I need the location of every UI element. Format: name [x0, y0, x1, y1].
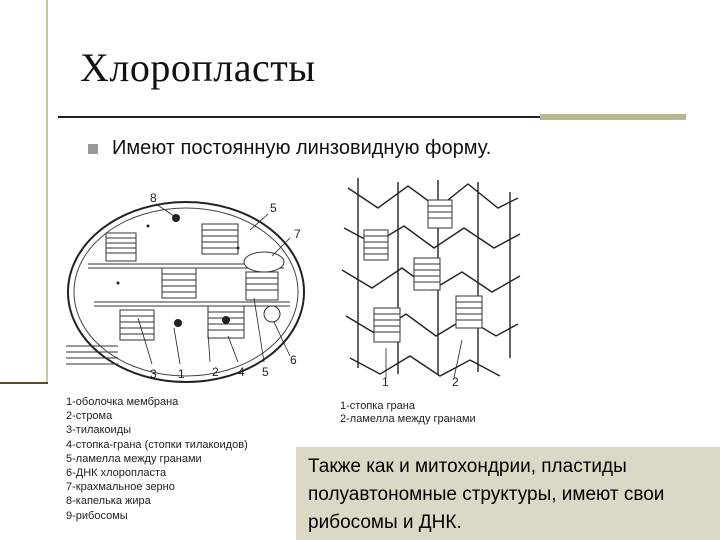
left-decor-line: [46, 0, 48, 382]
legend-item: 8-капелька жира: [66, 495, 151, 508]
bullet-item: Имеют постоянную линзовидную форму.: [88, 137, 491, 160]
label-3: 3: [150, 367, 157, 381]
title-divider-accent: [540, 114, 686, 120]
chloroplast-inner-membrane: [73, 207, 299, 377]
grana-stacks: [105, 223, 279, 341]
label-6: 6: [290, 353, 297, 367]
bullet-text: Имеют постоянную линзовидную форму.: [112, 137, 492, 159]
dna-nucleoid: [263, 305, 281, 323]
lattice-stacks: [363, 199, 483, 343]
legend-item: 1-стопка грана: [340, 400, 415, 412]
leader-lines: [137, 203, 291, 365]
chloroplast-membrane: [67, 201, 305, 383]
square-bullet-icon: [88, 143, 98, 154]
label-8: 8: [150, 191, 157, 205]
grana-lattice: [341, 178, 521, 377]
legend-item: 7-крахмальное зерно: [66, 481, 175, 494]
fat-droplets: [116, 214, 270, 327]
label-5-top: 5: [270, 201, 277, 215]
left-decor-line-bottom: [0, 382, 48, 384]
membrane-fragment: [66, 345, 118, 365]
legend-item: 3-тилакоиды: [66, 424, 132, 437]
legend-item: 2-строма: [66, 410, 113, 423]
right-label-1: 1: [382, 375, 389, 389]
slide-title: Хлоропласты: [80, 45, 316, 90]
legend-item: 2-ламелла между гранами: [340, 413, 476, 425]
label-4: 4: [238, 365, 245, 379]
label-7: 7: [294, 227, 301, 241]
label-1: 1: [178, 367, 185, 381]
legend-item: 5-ламелла между гранами: [66, 452, 202, 465]
right-label-2: 2: [452, 375, 459, 389]
legend-item: 6-ДНК хлоропласта: [66, 467, 167, 480]
callout-text: Также как и митохондрии, пластиды полуав…: [308, 456, 665, 533]
legend-item: 4-стопка-грана (стопки тилакоидов): [66, 438, 248, 451]
starch-grain: [243, 251, 285, 273]
legend-right: 1-стопка грана 2-ламелла между гранами: [340, 400, 476, 426]
legend-item: 9-рибосомы: [66, 509, 128, 522]
legend-item: 1-оболочка мембрана: [66, 396, 179, 408]
callout-box: Также как и митохондрии, пластиды полуав…: [296, 447, 720, 540]
chloroplast-diagram: 8 5 7 3 1 2 4 5 6 1 2: [66, 178, 521, 389]
label-2: 2: [212, 365, 219, 379]
title-divider: [58, 116, 686, 118]
right-leader-lines: [385, 339, 463, 379]
legend-left: 1-оболочка мембрана 2-строма 3-тилакоиды…: [66, 395, 248, 523]
label-5-bottom: 5: [262, 365, 269, 379]
